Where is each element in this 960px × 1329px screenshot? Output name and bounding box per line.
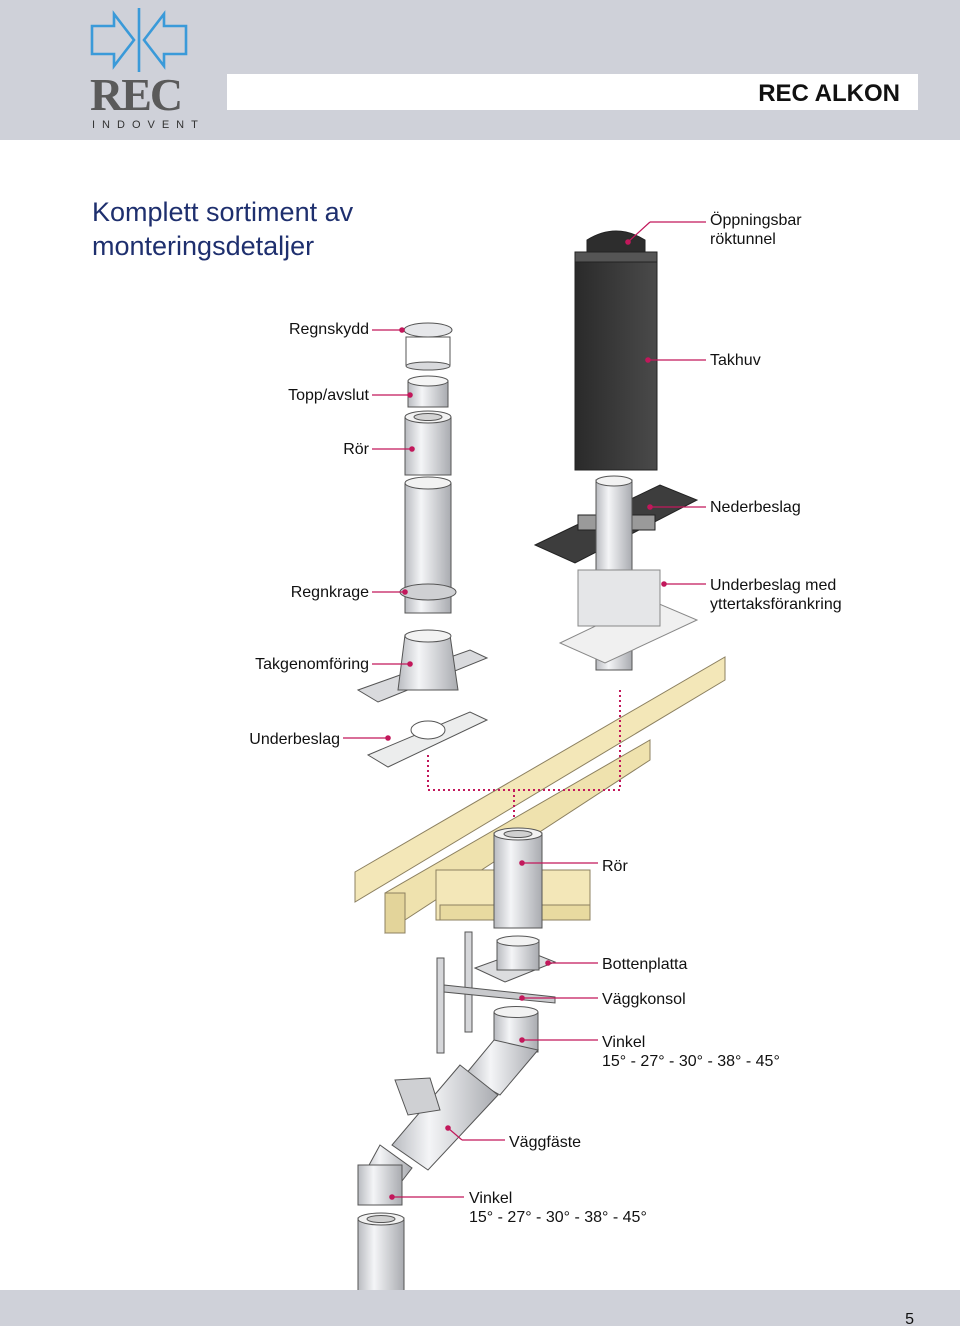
label-nederbeslag: Nederbeslag <box>710 499 801 516</box>
label-line: Underbeslag med <box>710 577 837 594</box>
label-vaggfaste: Väggfäste <box>509 1134 582 1151</box>
brand-title: REC ALKON <box>758 80 900 107</box>
logo-arrows-icon: REC INDOVENT <box>90 8 198 131</box>
lower-pipe-assembly <box>357 827 557 1294</box>
label-underbeslag-med-yttertaksforankring: Underbeslag med yttertaksförankring <box>710 576 842 614</box>
rec-logo: REC INDOVENT <box>88 4 198 131</box>
brand-bar: REC ALKON <box>227 74 918 110</box>
label-vinkel-1: Vinkel 15° - 27° - 30° - 38° - 45° <box>602 1033 780 1071</box>
page-heading: Komplett sortiment av monteringsdetaljer <box>92 195 353 263</box>
label-line: 15° - 27° - 30° - 38° - 45° <box>602 1053 780 1070</box>
label-ror-top: Rör <box>343 441 369 458</box>
label-line: Öppningsbar <box>710 212 802 229</box>
label-takhuv: Takhuv <box>710 352 761 369</box>
label-ror-mid: Rör <box>602 858 628 875</box>
label-vaggkonsol: Väggkonsol <box>602 991 686 1008</box>
label-line: 15° - 27° - 30° - 38° - 45° <box>469 1209 647 1226</box>
svg-text:REC: REC <box>90 69 181 120</box>
page-number: 5 <box>905 1311 914 1328</box>
label-bottenplatta: Bottenplatta <box>602 956 688 973</box>
footer-band <box>0 1290 960 1326</box>
label-line: Vinkel <box>469 1190 513 1207</box>
label-oppningsbar-rooktunnel: Öppningsbar röktunnel <box>710 211 802 249</box>
label-line: yttertaksförankring <box>710 596 842 613</box>
label-topp-avslut: Topp/avslut <box>288 387 369 404</box>
label-regnkrage: Regnkrage <box>290 584 369 601</box>
label-line: röktunnel <box>710 231 776 248</box>
right-chimney <box>533 230 699 671</box>
label-regnskydd: Regnskydd <box>288 321 369 338</box>
header-band <box>0 0 960 140</box>
label-takgenomforing: Takgenomföring <box>255 656 369 673</box>
label-vinkel-2: Vinkel 15° - 27° - 30° - 38° - 45° <box>469 1189 647 1227</box>
heading-line-2: monteringsdetaljer <box>92 231 315 261</box>
left-pipe-stack <box>356 322 489 768</box>
connection-dotted-line <box>427 690 621 820</box>
svg-text:INDOVENT: INDOVENT <box>92 119 198 130</box>
label-underbeslag: Underbeslag <box>249 731 340 748</box>
heading-line-1: Komplett sortiment av <box>92 197 354 227</box>
leader-lines <box>343 221 706 1200</box>
label-line: Vinkel <box>602 1034 646 1051</box>
